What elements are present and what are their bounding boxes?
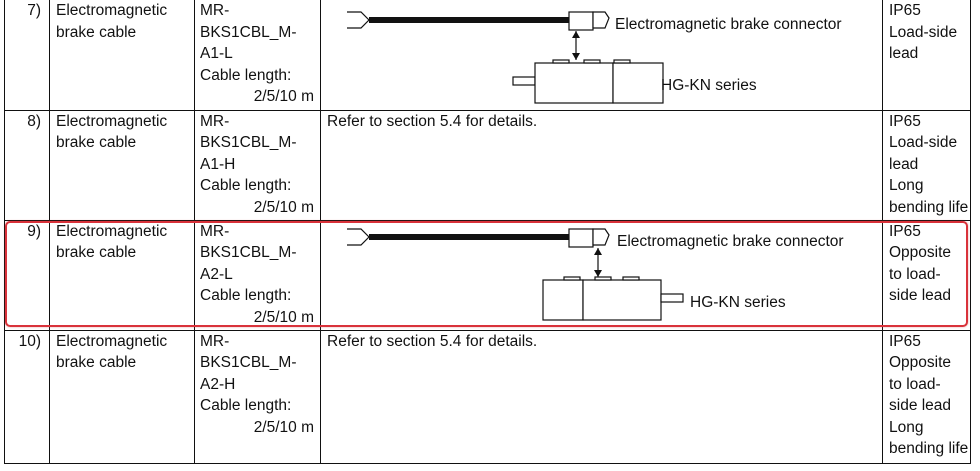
protection-line: Opposite	[889, 354, 952, 371]
connector-label: Electromagnetic brake connector	[617, 233, 844, 250]
row-number: 10)	[18, 332, 41, 350]
protection-line: Long	[889, 418, 924, 436]
table-row: 8) Electromagnetic brake cable MR- BKS1C…	[4, 109, 971, 221]
description-cell: Refer to section 5.4 for details.	[320, 109, 883, 221]
protection-line: side lead	[889, 397, 952, 414]
model-line: A2-L	[200, 265, 233, 283]
protection-line: bending life	[889, 198, 969, 216]
protection-cell: IP65 Opposite to load- side lead	[882, 219, 971, 331]
description-cell: Electromagnetic brake connector HG-KN se…	[320, 0, 883, 111]
cable-length-label: Cable length:	[200, 177, 292, 194]
protection-line: IP65	[889, 222, 921, 240]
cable-length-value: 2/5/10 m	[253, 198, 314, 216]
table-row: 7) Electromagnetic brake cable MR- BKS1C…	[4, 0, 971, 111]
row-number-cell: 10)	[4, 329, 50, 464]
protection-cell: IP65 Opposite to load- side lead Long be…	[882, 329, 971, 464]
table-row: 10) Electromagnetic brake cable MR- BKS1…	[4, 329, 971, 464]
cable-diagram-load-side: Electromagnetic brake connector HG-KN se…	[347, 11, 842, 104]
arrow-heads	[572, 31, 580, 60]
row-number-cell: 8)	[4, 109, 50, 221]
cable-length-value: 2/5/10 m	[253, 418, 314, 436]
reference-text: Refer to section 5.4 for details.	[327, 112, 538, 130]
cable-length-value: 2/5/10 m	[253, 88, 314, 105]
product-name-cell: Electromagnetic brake cable	[49, 219, 195, 331]
product-name-line: brake cable	[56, 244, 137, 261]
product-name-line: Electromagnetic	[56, 2, 168, 19]
connector-label: Electromagnetic brake connector	[615, 16, 842, 33]
motor-series-label: HG-KN series	[661, 77, 757, 94]
protection-line: Load-side	[889, 23, 958, 41]
protection-cell: IP65 Load-side lead Long bending life	[882, 109, 971, 221]
product-name-line: brake cable	[56, 23, 137, 41]
cable-length-label: Cable length:	[200, 287, 292, 304]
protection-line: side lead	[889, 287, 952, 304]
cable-diagram-opposite-side: Electromagnetic brake connector HG-KN se…	[347, 227, 844, 321]
protection-line: bending life	[889, 440, 969, 457]
row-number: 8)	[27, 112, 41, 130]
arrow-heads	[594, 247, 602, 277]
product-name-cell: Electromagnetic brake cable	[49, 109, 195, 221]
product-name-cell: Electromagnetic brake cable	[49, 329, 195, 464]
model-cell: MR- BKS1CBL_M- A1-L Cable length: 2/5/10…	[194, 0, 321, 111]
model-line: MR-	[200, 2, 230, 19]
cable-end-icon	[347, 227, 370, 246]
protection-cell: IP65 Load-side lead	[882, 0, 971, 111]
row-number: 7)	[27, 2, 41, 19]
product-name-cell: Electromagnetic brake cable	[49, 0, 195, 111]
protection-line: Long	[889, 177, 924, 194]
row-number-cell: 7)	[4, 0, 50, 111]
cable-length-value: 2/5/10 m	[253, 308, 314, 326]
cable-line	[369, 17, 569, 23]
motor-icon	[512, 59, 664, 104]
cable-line	[369, 233, 569, 240]
protection-line: Load-side	[889, 134, 958, 151]
model-line: BKS1CBL_M-	[200, 244, 297, 261]
description-cell: Refer to section 5.4 for details.	[320, 329, 883, 464]
protection-line: to load-	[889, 375, 941, 393]
motor-series-label: HG-KN series	[690, 294, 786, 311]
model-line: A2-H	[200, 375, 236, 393]
model-cell: MR- BKS1CBL_M- A2-L Cable length: 2/5/10…	[194, 219, 321, 331]
model-line: A1-L	[200, 45, 233, 62]
protection-line: IP65	[889, 332, 921, 350]
model-line: BKS1CBL_M-	[200, 23, 297, 41]
product-name-line: brake cable	[56, 134, 137, 151]
protection-line: lead	[889, 45, 919, 62]
model-line: BKS1CBL_M-	[200, 134, 297, 151]
protection-line: to load-	[889, 265, 941, 283]
brake-connector-icon	[568, 227, 610, 248]
protection-line: Opposite	[889, 244, 952, 261]
product-name-line: Electromagnetic	[56, 332, 168, 350]
motor-icon	[542, 275, 684, 321]
protection-line: IP65	[889, 112, 921, 130]
row-number-cell: 9)	[4, 219, 50, 331]
protection-line: lead	[889, 155, 919, 173]
model-line: BKS1CBL_M-	[200, 354, 297, 371]
product-name-line: brake cable	[56, 354, 137, 371]
model-cell: MR- BKS1CBL_M- A2-H Cable length: 2/5/10…	[194, 329, 321, 464]
cable-length-label: Cable length:	[200, 66, 292, 84]
brake-connector-icon	[568, 11, 610, 31]
product-name-line: Electromagnetic	[56, 222, 168, 240]
table-row: 9) Electromagnetic brake cable MR- BKS1C…	[4, 219, 971, 331]
cable-end-icon	[347, 11, 370, 29]
row-number: 9)	[27, 222, 41, 240]
reference-text: Refer to section 5.4 for details.	[327, 332, 538, 350]
model-line: MR-	[200, 222, 230, 240]
model-line: A1-H	[200, 155, 236, 173]
cable-length-label: Cable length:	[200, 397, 292, 414]
protection-line: IP65	[889, 2, 921, 19]
cable-spec-table: 7) Electromagnetic brake cable MR- BKS1C…	[4, 0, 971, 464]
description-cell: Electromagnetic brake connector HG-KN se…	[320, 219, 883, 331]
product-name-line: Electromagnetic	[56, 112, 168, 130]
model-cell: MR- BKS1CBL_M- A1-H Cable length: 2/5/10…	[194, 109, 321, 221]
model-line: MR-	[200, 112, 230, 130]
model-line: MR-	[200, 332, 230, 350]
